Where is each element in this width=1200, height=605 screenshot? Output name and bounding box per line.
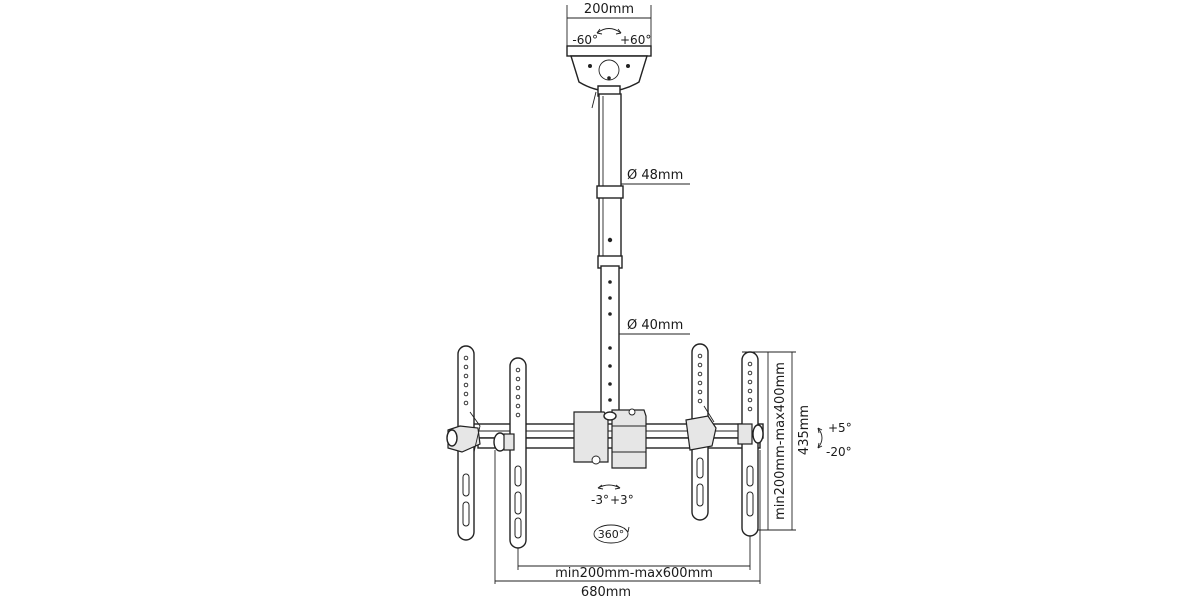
rotation-label: 360°	[598, 528, 625, 541]
arm-spacing-label: min200mm-max600mm	[555, 566, 713, 581]
arm-height-total-label: 435mm	[797, 405, 812, 455]
ceiling-plate	[566, 45, 652, 109]
lower-pole	[600, 265, 620, 417]
plate-swivel-indicator: -60° +60°	[572, 28, 651, 47]
center-clamp	[573, 408, 647, 469]
plate-width-label: 200mm	[584, 2, 634, 17]
pole-upper-diameter-callout: Ø 48mm	[621, 168, 690, 185]
arm-height-range-label: min200mm-max400mm	[773, 362, 788, 520]
level-adjust-indicator: -3° +3°	[591, 484, 634, 507]
level-left-label: -3°	[591, 493, 609, 507]
arm-height-dimensions: min200mm-max400mm 435mm	[742, 351, 812, 531]
pole-upper-diameter-label: Ø 48mm	[627, 168, 683, 183]
level-right-label: +3°	[610, 493, 634, 507]
overall-width-dimension: 680mm	[494, 450, 761, 600]
plate-width-dimension: 200mm	[566, 2, 652, 52]
tilt-up-label: +5°	[828, 421, 852, 435]
tilt-down-label: -20°	[826, 445, 852, 459]
pole-lower-diameter-callout: Ø 40mm	[619, 318, 690, 335]
upper-pole	[596, 93, 624, 269]
tilt-indicator: +5° -20°	[817, 421, 852, 459]
right-outer-arm	[737, 351, 764, 537]
plate-swivel-left-label: -60°	[572, 33, 598, 47]
left-outer-arm	[446, 345, 481, 541]
right-inner-arm	[685, 343, 717, 521]
left-inner-arm	[493, 357, 527, 549]
pole-lower-diameter-label: Ø 40mm	[627, 318, 683, 333]
arm-spacing-dimension: min200mm-max600mm	[517, 536, 751, 581]
overall-width-label: 680mm	[581, 585, 631, 600]
plate-swivel-right-label: +60°	[620, 33, 651, 47]
rotation-indicator: 360°	[593, 524, 630, 544]
